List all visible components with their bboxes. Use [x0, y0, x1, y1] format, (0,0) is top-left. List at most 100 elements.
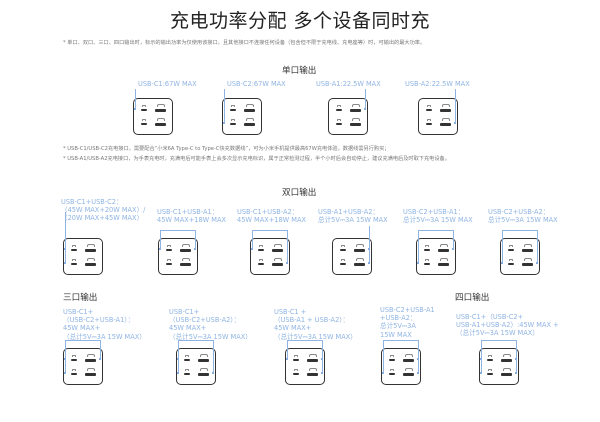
dual-port-label: USB-C1+USB-C2：（45W MAX+20W MAX）/（20W MAX… [61, 198, 145, 223]
port-a1-outline [86, 354, 95, 357]
footnote-general: * 单口、双口、三口、四口输出时，标示的输出功率为仅使用该接口，且其他接口不连接… [63, 40, 426, 46]
port-a2-icon [155, 123, 166, 126]
connector-dot [454, 122, 456, 124]
connector-line [322, 340, 323, 373]
port-a2-icon [501, 373, 512, 376]
connector-dot [251, 248, 253, 250]
port-c2-icon [336, 123, 342, 125]
connector-bracket [287, 340, 323, 341]
port-c1-outline [142, 105, 146, 107]
port-c1-icon [426, 109, 432, 111]
label-line: （总计5V⎓3A 15W MAX） [169, 332, 252, 341]
port-c1-outline [337, 105, 341, 107]
dual-port-label: USB-C2+USB-A1：总计5V⎓3A 15W MAX [403, 208, 473, 224]
port-c2-outline [142, 119, 146, 121]
connector-dot [286, 358, 288, 360]
connector-bracket [178, 340, 214, 341]
port-c2-outline [425, 259, 429, 261]
port-a1-icon [440, 109, 451, 112]
connector-dot [64, 372, 66, 374]
port-c1-outline [72, 245, 76, 247]
section-title-triple: 三口输出 [63, 293, 98, 303]
label-line: 45W MAX+ [274, 324, 312, 333]
connector-dot [536, 262, 538, 264]
label-line: USB-C2:67W MAX [227, 80, 286, 88]
charger-body [381, 348, 421, 385]
connector-dot [99, 358, 101, 360]
charger-body [500, 238, 540, 275]
port-c1-icon [184, 359, 190, 361]
port-a2-outline [199, 368, 208, 371]
connector-dot [134, 108, 136, 110]
port-c1-outline [509, 245, 513, 247]
connector-line [369, 226, 370, 263]
port-a2-icon [244, 123, 255, 126]
label-line: USB-C1+USB-A1： [157, 208, 219, 216]
port-a2-outline [245, 118, 254, 121]
port-c1-outline [231, 105, 235, 107]
connector-dot [194, 248, 196, 250]
port-a1-icon [272, 249, 283, 252]
connector-line [365, 89, 366, 109]
charger-body [158, 238, 198, 275]
quad-port-label: USB-C1+（USB-C2+USB-A1+USB-A2）:45W MAX +（… [456, 313, 559, 338]
page-title: 充电功率分配 多个设备同时充 [169, 10, 431, 32]
port-a1-icon [180, 249, 191, 252]
connector-line [516, 340, 517, 373]
label-line: 45W MAX+ [169, 324, 207, 333]
connector-line [100, 340, 101, 359]
port-c2-icon [141, 123, 147, 125]
label-line: USB-A2:22.5W MAX [405, 80, 470, 88]
charger-body [222, 98, 262, 135]
port-a2-icon [272, 263, 283, 266]
single-port-label: USB-A1:22.5W MAX [316, 80, 381, 88]
triple-port-label: USB-C1+（USB-C2+USB-A2）：45W MAX+（总计5V⎓3A … [169, 308, 252, 341]
connector-line [160, 230, 161, 249]
port-c2-outline [427, 119, 431, 121]
connector-line [455, 89, 456, 123]
port-c2-outline [294, 369, 298, 371]
label-line: USB-C2+USB-A2： [488, 208, 550, 216]
section-title-quad: 四口输出 [455, 293, 490, 303]
port-c2-icon [508, 263, 514, 265]
label-line: +USB-A2： [380, 314, 417, 323]
charger-body [479, 348, 519, 385]
connector-dot [364, 108, 366, 110]
label-line: 总计5V⎓3A 15W MAX [403, 216, 473, 225]
label-line: USB-C1+ [169, 308, 200, 316]
port-c1-icon [389, 359, 395, 361]
label-line: （USB-C2+USB-A2）： [169, 316, 241, 325]
label-line: （USB-A1 + USB-A2）： [274, 316, 350, 325]
connector-line [418, 340, 419, 373]
port-a2-outline [404, 368, 413, 371]
label-line: 15W MAX [380, 330, 412, 339]
dual-port-label: USB-C2+USB-A2：总计5V⎓3A 15W MAX [488, 208, 558, 224]
connector-line [178, 340, 179, 373]
port-a1-icon [198, 359, 209, 362]
connector-dot [159, 248, 161, 250]
dual-port-label: USB-C1+USB-A2：45W MAX+18W MAX [237, 208, 306, 224]
connector-dot [286, 262, 288, 264]
port-c1-outline [488, 355, 492, 357]
connector-line [537, 230, 538, 263]
label-line: USB-C1:67W MAX [138, 80, 197, 88]
port-a2-outline [273, 258, 282, 261]
port-a1-outline [439, 244, 448, 247]
label-line: USB-C2+USB-A1： [403, 208, 465, 216]
port-a1-icon [307, 359, 318, 362]
label-line: USB-C2+USB-A1 [380, 306, 435, 314]
port-a2-icon [522, 263, 533, 266]
label-line: （总计5V⎓3A 15W MAX） [63, 332, 146, 341]
port-c1-icon [166, 249, 172, 251]
port-a2-icon [354, 263, 365, 266]
connector-bracket [383, 340, 419, 341]
connector-bracket [252, 230, 288, 231]
charger-body [328, 98, 368, 135]
port-a1-outline [441, 104, 450, 107]
port-c2-outline [72, 259, 76, 261]
footnote-usb-c: * USB-C1/USB-C2充电接口，需要配合“小米6A Type-C to … [63, 146, 390, 152]
charger-body [63, 348, 103, 385]
connector-line [287, 340, 288, 359]
connector-line [252, 230, 253, 249]
connector-line [213, 340, 214, 373]
